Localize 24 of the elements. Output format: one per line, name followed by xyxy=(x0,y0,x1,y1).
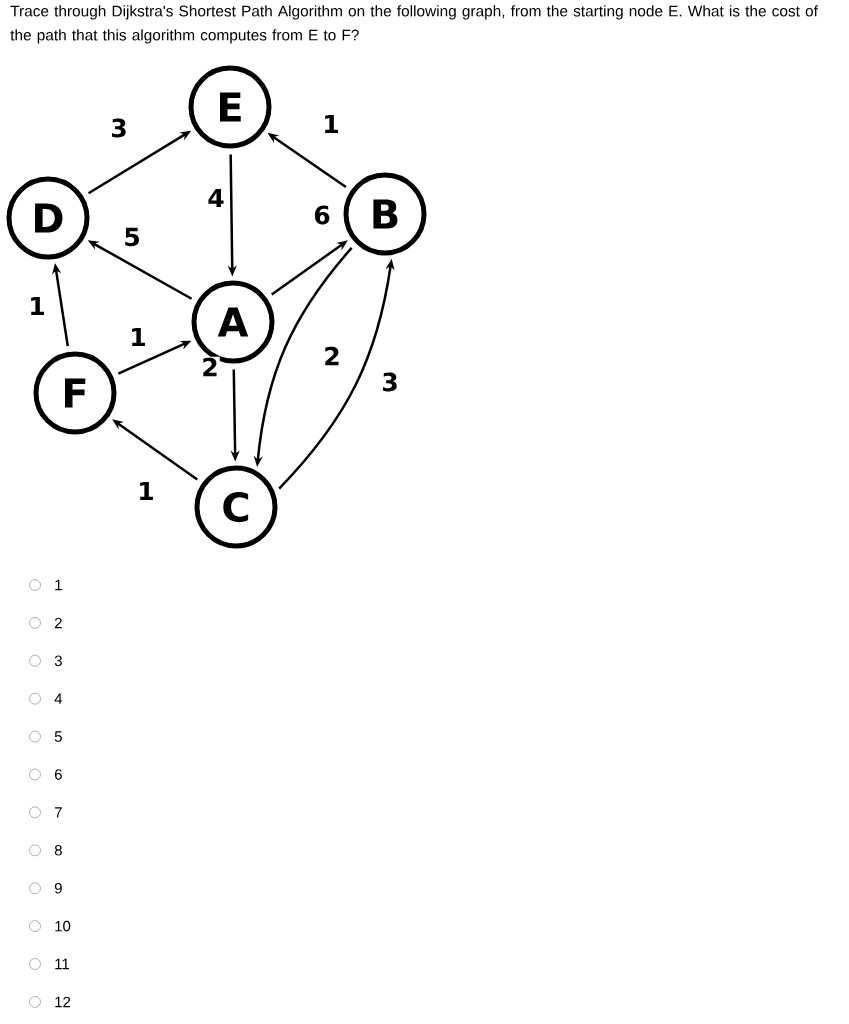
option-label: 3 xyxy=(54,655,62,667)
option-label: 4 xyxy=(54,693,63,704)
edge-label: 4 xyxy=(206,187,226,209)
option-label: 1 xyxy=(55,579,62,591)
edge-label: 6 xyxy=(312,204,332,226)
option-label: 8 xyxy=(54,845,62,856)
option-label: 7 xyxy=(54,807,62,818)
option-label: 2 xyxy=(54,617,62,629)
edge-label: 2 xyxy=(200,356,220,378)
edge-label: 5 xyxy=(122,226,142,248)
option-label: 12 xyxy=(55,996,71,1008)
edge-label: 3 xyxy=(380,371,400,393)
option-label: 10 xyxy=(55,920,71,932)
question-text: Trace through Dijkstra's Shortest Path Algorithm on the following graph, from the starting node E. What is the cost of the path that this algorithm computes from E to F? xyxy=(10,5,818,44)
edge-label: 2 xyxy=(322,345,342,367)
option-label: 9 xyxy=(54,882,62,894)
option-label: 5 xyxy=(54,731,62,742)
option-label: 6 xyxy=(54,769,62,780)
edge-label: 1 xyxy=(27,295,47,317)
edge-label: 1 xyxy=(136,480,156,502)
edge-label: 1 xyxy=(128,326,148,348)
edge-label: 1 xyxy=(321,113,341,135)
option-label: 11 xyxy=(55,958,70,970)
edge-label: 3 xyxy=(109,117,129,139)
